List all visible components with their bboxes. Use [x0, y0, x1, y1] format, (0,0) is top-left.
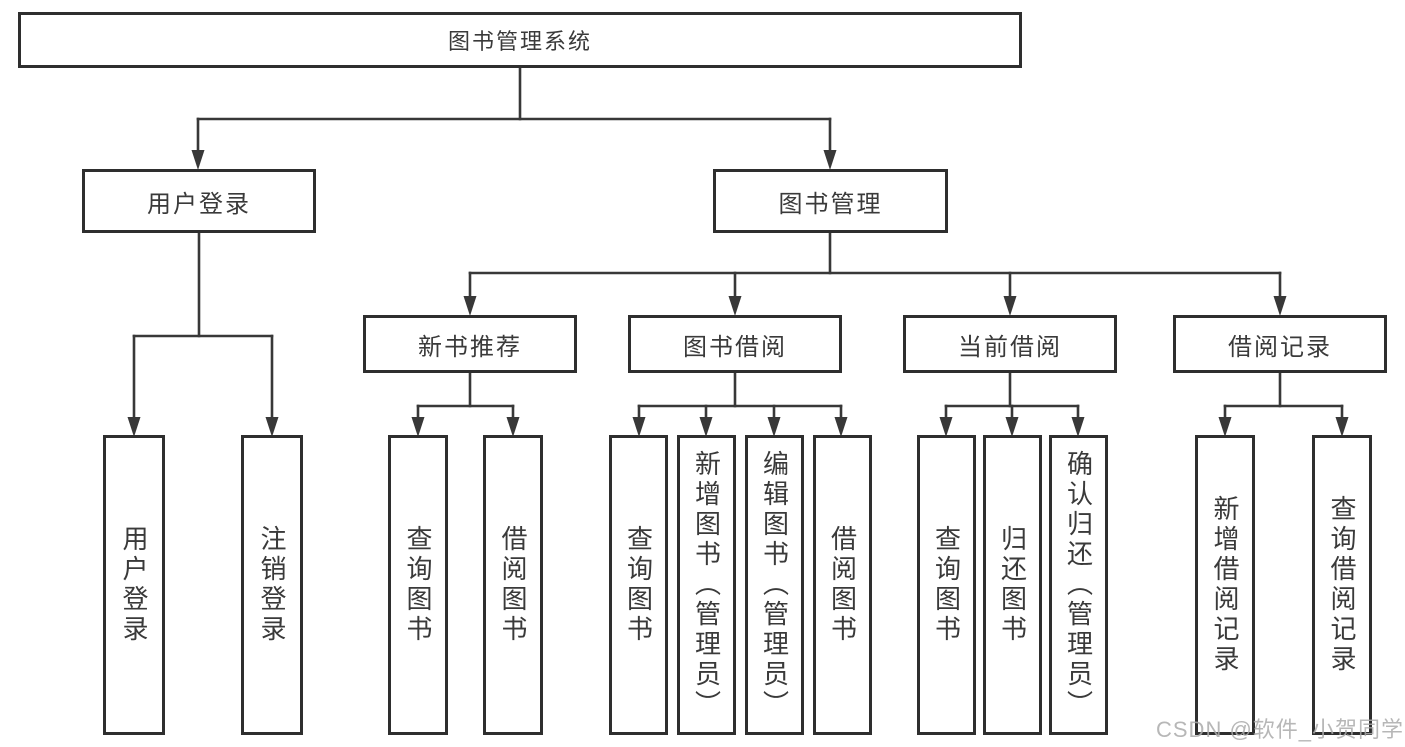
leaf-return-books: 归还图书	[983, 435, 1042, 735]
leaf-user-login: 用户登录	[103, 435, 165, 735]
node-book-management: 图书管理	[713, 169, 948, 233]
leaf-borrow-books-recommend: 借阅图书	[483, 435, 543, 735]
leaf-logout: 注销登录	[241, 435, 303, 735]
watermark: CSDN @软件_小贺同学	[1156, 717, 1405, 742]
node-current-borrowing: 当前借阅	[903, 315, 1117, 373]
leaf-add-borrow-record: 新增借阅记录	[1195, 435, 1255, 735]
leaf-confirm-return-admin: 确认归还（管理员）	[1049, 435, 1108, 735]
leaf-edit-books-admin: 编辑图书（管理员）	[745, 435, 804, 735]
leaf-query-books-recommend: 查询图书	[388, 435, 448, 735]
leaf-borrow-books: 借阅图书	[813, 435, 872, 735]
leaf-query-books-borrow: 查询图书	[609, 435, 668, 735]
leaf-add-books-admin: 新增图书（管理员）	[677, 435, 736, 735]
node-user-login: 用户登录	[82, 169, 316, 233]
node-library-management-system: 图书管理系统	[18, 12, 1022, 68]
node-new-book-recommendation: 新书推荐	[363, 315, 577, 373]
leaf-query-books-current: 查询图书	[917, 435, 976, 735]
node-borrowing-records: 借阅记录	[1173, 315, 1387, 373]
leaf-query-borrow-record: 查询借阅记录	[1312, 435, 1372, 735]
node-book-borrowing: 图书借阅	[628, 315, 842, 373]
